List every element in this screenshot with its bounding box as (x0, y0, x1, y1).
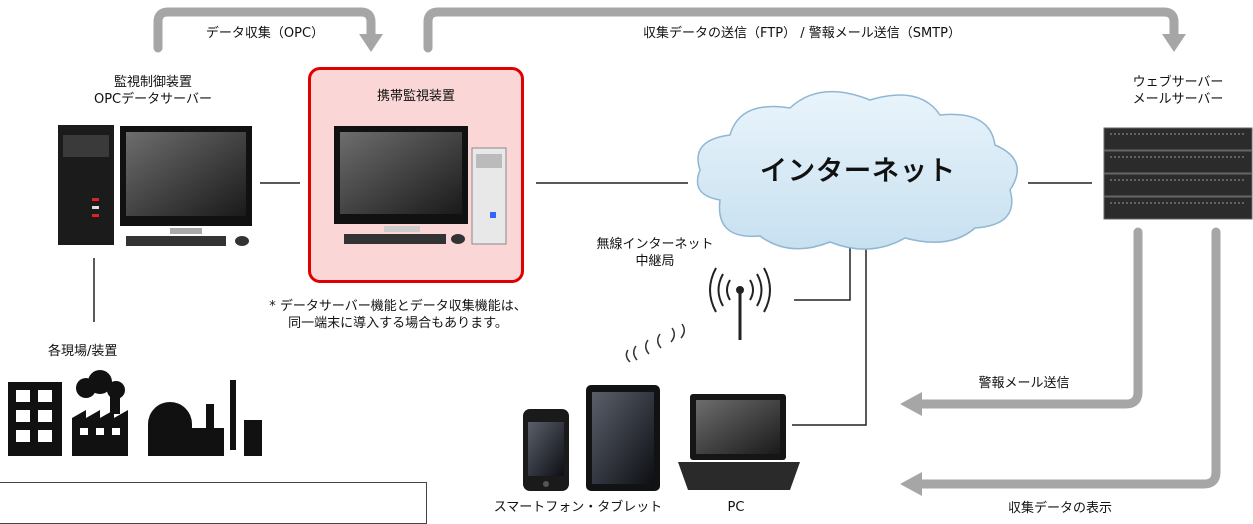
send-arrow (423, 7, 1179, 53)
wireless-line2: 中継局 (635, 254, 675, 269)
wireless-signal-icon (625, 323, 685, 363)
internet-cloud-icon (696, 90, 1018, 250)
show-data-arrowhead (900, 472, 922, 496)
tablet-icon (586, 385, 660, 491)
sites-label: 各現場/装置 (48, 344, 118, 359)
antenna-icon (709, 267, 771, 340)
web-server-line2: メールサーバー (1132, 92, 1224, 107)
note-text: * データサーバー機能とデータ収集機能は、 同一端末に導入する場合もあります。 (218, 298, 578, 332)
wireless-label: 無線インターネット 中継局 (580, 236, 730, 270)
opc-collect-arrowhead (359, 34, 383, 52)
show-data-arrow (917, 227, 1221, 489)
note-line1: * データサーバー機能とデータ収集機能は、 (269, 299, 527, 314)
portable-pc-icon (334, 126, 507, 245)
network-lines (93, 182, 1092, 426)
server-rack-icon (1103, 127, 1253, 220)
monitor-server-line1: 監視制御装置 (113, 75, 192, 90)
factory-icon (72, 370, 128, 456)
phone-tablet-label: スマートフォン・タブレット (493, 500, 663, 515)
internet-label: インターネット (760, 156, 956, 187)
alarm-mail-arrowhead (900, 392, 922, 416)
building-icon (8, 382, 62, 456)
legend-box (0, 482, 427, 524)
portable-title: 携帯監視装置 (376, 89, 455, 104)
opc-collect-label: データ収集（OPC） (206, 25, 324, 41)
smartphone-icon (523, 409, 569, 491)
note-line2: 同一端末に導入する場合もあります。 (288, 316, 508, 331)
show-data-label: 収集データの表示 (1008, 500, 1112, 516)
web-server-label: ウェブサーバー メールサーバー (1104, 74, 1252, 108)
plant-icon (148, 380, 262, 456)
send-arrowhead (1162, 34, 1186, 52)
send-label: 収集データの送信（FTP） / 警報メール送信（SMTP） (643, 25, 961, 41)
server-pc-icon (58, 125, 252, 246)
pc-label: PC (727, 500, 745, 515)
alarm-mail-label: 警報メール送信 (978, 375, 1069, 391)
web-server-line1: ウェブサーバー (1132, 75, 1224, 90)
monitor-server-label: 監視制御装置 OPCデータサーバー (78, 74, 228, 108)
laptop-icon (678, 394, 800, 490)
alarm-mail-arrow (917, 227, 1143, 409)
wireless-line1: 無線インターネット (596, 237, 714, 252)
opc-collect-arrow (153, 7, 376, 53)
monitor-server-line2: OPCデータサーバー (93, 92, 213, 107)
